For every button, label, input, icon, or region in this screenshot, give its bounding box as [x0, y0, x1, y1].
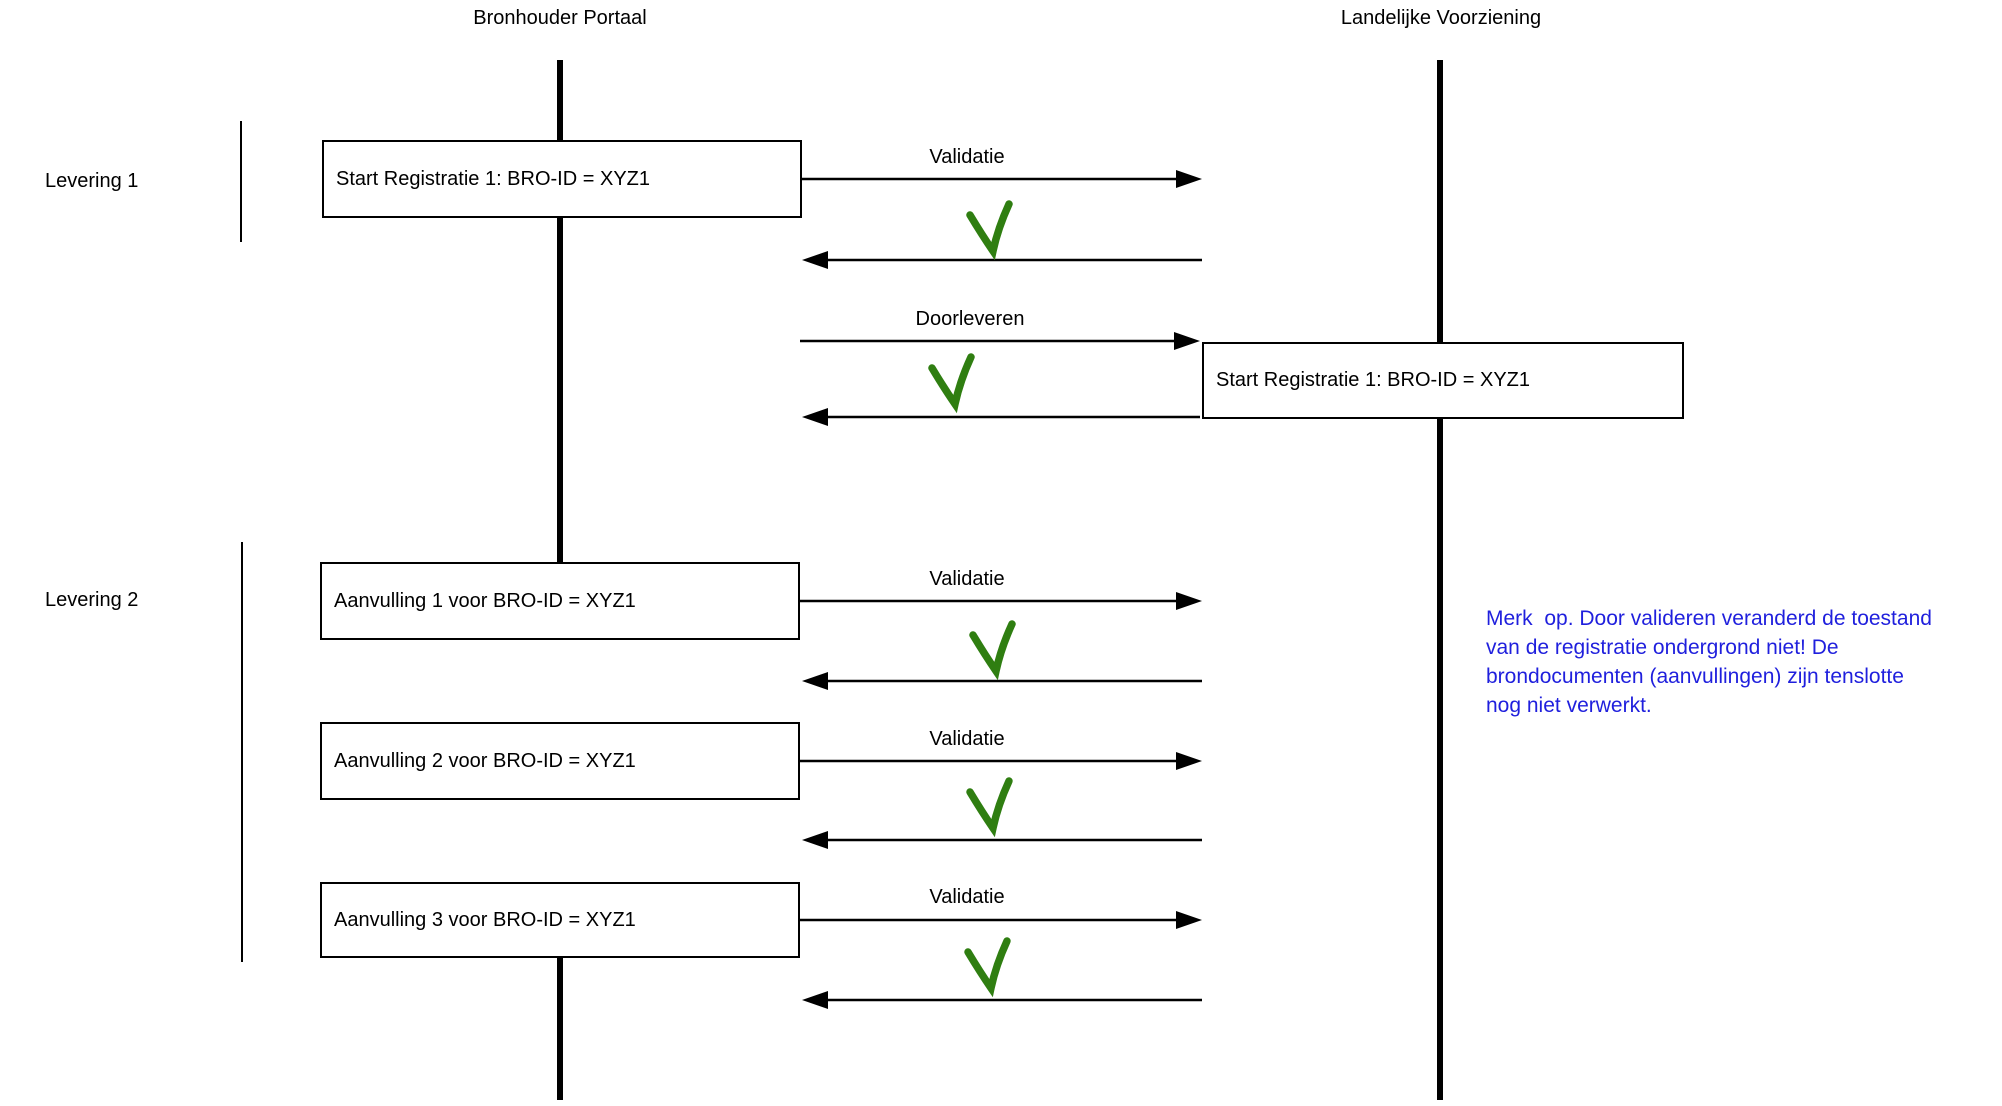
validatie3-response-arrow — [802, 831, 1202, 849]
doorleveren-request-arrow — [800, 332, 1200, 350]
annotation-note: Merk op. Door valideren veranderd de toe… — [1486, 604, 1932, 720]
levering1-label: Levering 1 — [45, 170, 139, 192]
validatie3-label: Validatie — [929, 728, 1005, 750]
doorleveren-success-check-icon — [928, 353, 975, 414]
validatie2-label: Validatie — [929, 568, 1005, 590]
validatie2-success-check-icon — [969, 620, 1016, 681]
participant-title-landelijke-voorziening: Landelijke Voorziening — [1340, 7, 1542, 29]
validatie2-response-arrow — [802, 672, 1202, 690]
validatie2-request-arrow — [800, 592, 1202, 610]
note-line: brondocumenten (aanvullingen) zijn tensl… — [1486, 665, 1904, 688]
validatie1-label: Validatie — [929, 146, 1005, 168]
participant-title-bronhouder-portaal: Bronhouder Portaal — [473, 7, 647, 29]
note-line: Merk op. Door valideren veranderd de toe… — [1486, 607, 1932, 630]
note-line: nog niet verwerkt. — [1486, 694, 1652, 717]
validatie1-response-arrow — [802, 251, 1202, 269]
validatie4-request-arrow — [800, 911, 1202, 929]
validatie3-request-arrow — [800, 752, 1202, 770]
validatie4-success-check-icon — [964, 937, 1011, 998]
validatie4-response-arrow — [802, 991, 1202, 1009]
doorleveren-label: Doorleveren — [915, 308, 1025, 330]
validatie4-label: Validatie — [929, 886, 1005, 908]
message-box-start-registratie-bronhouder: Start Registratie 1: BRO-ID = XYZ1 — [322, 140, 802, 218]
message-box-aanvulling-3: Aanvulling 3 voor BRO-ID = XYZ1 — [320, 882, 800, 958]
validatie3-success-check-icon — [966, 777, 1013, 838]
message-box-aanvulling-1: Aanvulling 1 voor BRO-ID = XYZ1 — [320, 562, 800, 640]
message-box-start-registratie-landelijke-voorziening: Start Registratie 1: BRO-ID = XYZ1 — [1202, 342, 1684, 419]
levering2-label: Levering 2 — [45, 589, 139, 611]
note-line: van de registratie ondergrond niet! De — [1486, 636, 1839, 659]
doorleveren-response-arrow — [802, 408, 1200, 426]
message-box-aanvulling-2: Aanvulling 2 voor BRO-ID = XYZ1 — [320, 722, 800, 800]
validatie1-success-check-icon — [966, 200, 1013, 261]
validatie1-request-arrow — [800, 170, 1202, 188]
